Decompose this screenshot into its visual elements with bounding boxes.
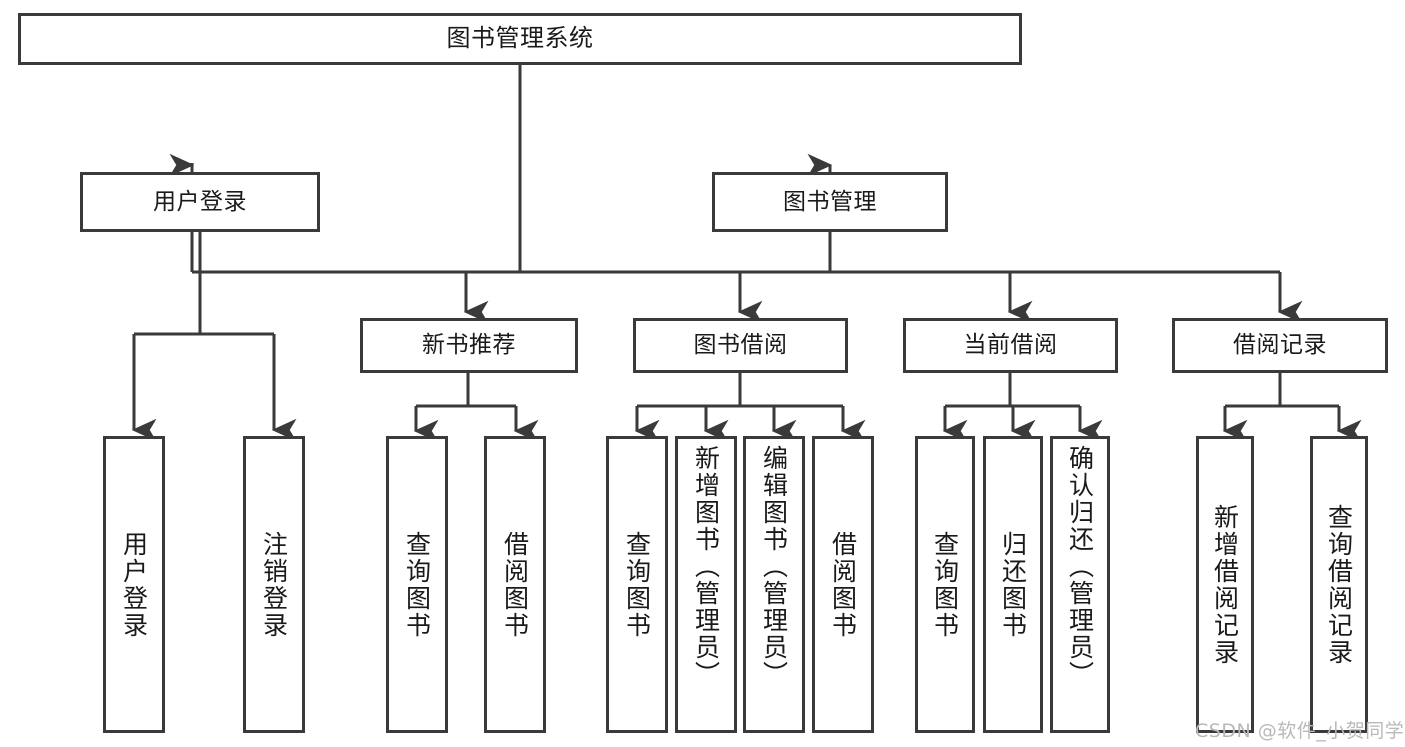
node-book-borrow[interactable]: 图书借阅 <box>633 318 848 373</box>
leaf-user-login[interactable]: 用户登录 <box>103 436 165 733</box>
watermark: CSDN @软件_小贺同学 <box>1195 720 1405 742</box>
leaf-add-borrow-record-label: 新增借阅记录 <box>1210 503 1240 666</box>
leaf-recommend-query-book[interactable]: 查询图书 <box>386 436 448 733</box>
leaf-user-login-label: 用户登录 <box>119 530 149 639</box>
leaf-query-borrow-record[interactable]: 查询借阅记录 <box>1310 436 1368 733</box>
leaf-recommend-query-book-label: 查询图书 <box>402 530 432 639</box>
leaf-confirm-return-admin[interactable]: 确认归还（管理员） <box>1050 436 1110 733</box>
node-borrow-record[interactable]: 借阅记录 <box>1172 318 1388 373</box>
node-new-book-recommend[interactable]: 新书推荐 <box>360 318 578 373</box>
node-book-management-label: 图书管理 <box>783 188 877 215</box>
leaf-borrow-query-book-label: 查询图书 <box>622 530 652 639</box>
leaf-logout[interactable]: 注销登录 <box>243 436 305 733</box>
node-user-login[interactable]: 用户登录 <box>80 172 320 232</box>
leaf-return-book[interactable]: 归还图书 <box>983 436 1043 733</box>
node-current-borrow[interactable]: 当前借阅 <box>903 318 1118 373</box>
node-user-login-label: 用户登录 <box>153 188 247 215</box>
node-book-management[interactable]: 图书管理 <box>712 172 948 232</box>
leaf-logout-label: 注销登录 <box>259 530 289 639</box>
leaf-borrow-query-book[interactable]: 查询图书 <box>606 436 668 733</box>
node-new-book-recommend-label: 新书推荐 <box>422 332 516 359</box>
node-borrow-record-label: 借阅记录 <box>1233 332 1327 359</box>
node-root[interactable]: 图书管理系统 <box>18 13 1022 65</box>
leaf-recommend-borrow-book[interactable]: 借阅图书 <box>484 436 546 733</box>
leaf-return-book-label: 归还图书 <box>998 530 1028 639</box>
leaf-current-query-book[interactable]: 查询图书 <box>915 436 975 733</box>
leaf-add-book-admin-label: 新增图书（管理员） <box>691 445 721 688</box>
leaf-edit-book-admin-label: 编辑图书（管理员） <box>759 445 789 688</box>
leaf-confirm-return-admin-label: 确认归还（管理员） <box>1065 445 1095 688</box>
leaf-edit-book-admin[interactable]: 编辑图书（管理员） <box>743 436 805 733</box>
node-current-borrow-label: 当前借阅 <box>963 332 1058 359</box>
leaf-query-borrow-record-label: 查询借阅记录 <box>1324 503 1354 666</box>
leaf-add-borrow-record[interactable]: 新增借阅记录 <box>1196 436 1254 733</box>
leaf-borrow-book[interactable]: 借阅图书 <box>812 436 874 733</box>
leaf-current-query-book-label: 查询图书 <box>930 530 960 639</box>
node-book-borrow-label: 图书借阅 <box>693 332 788 359</box>
leaf-borrow-book-label: 借阅图书 <box>828 530 858 639</box>
leaf-add-book-admin[interactable]: 新增图书（管理员） <box>675 436 737 733</box>
node-root-label: 图书管理系统 <box>446 24 594 53</box>
leaf-recommend-borrow-book-label: 借阅图书 <box>500 530 530 639</box>
